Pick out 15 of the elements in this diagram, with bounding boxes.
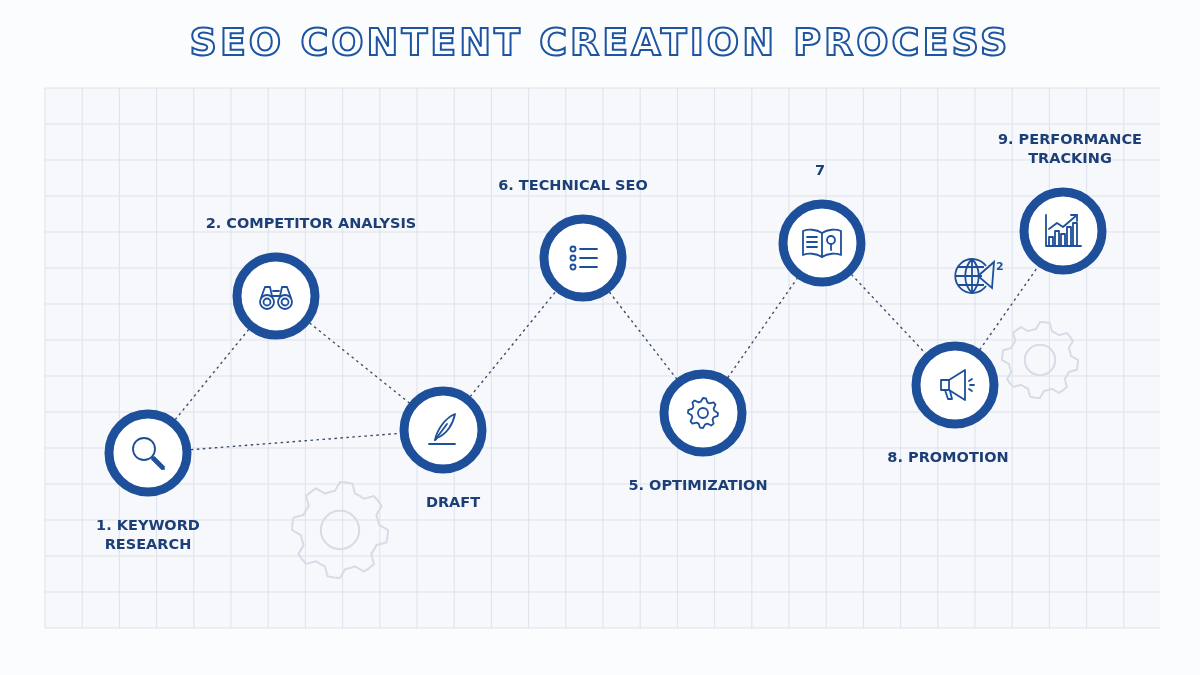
step-label: DRAFT (424, 493, 482, 512)
dotted-connector (608, 291, 678, 380)
dotted-connector (469, 290, 557, 398)
step-label: 5. OPTIMIZATION (627, 476, 769, 495)
step-label: 7 (813, 161, 827, 180)
step-label: 2. COMPETITOR ANALYSIS (204, 214, 418, 233)
dotted-connector (726, 277, 799, 379)
step-label: 1. KEYWORD RESEARCH (95, 516, 201, 554)
dotted-connector (174, 328, 250, 421)
dotted-connector (308, 322, 411, 404)
step-label: 8. PROMOTION (886, 448, 1010, 467)
step-label: 9. PERFORMANCE TRACKING (996, 130, 1144, 168)
step-label: 6. TECHNICAL SEO (497, 176, 649, 195)
title: SEO CONTENT CREATION PROCESS (189, 20, 1011, 64)
footnote-number: 2 (996, 260, 1004, 273)
